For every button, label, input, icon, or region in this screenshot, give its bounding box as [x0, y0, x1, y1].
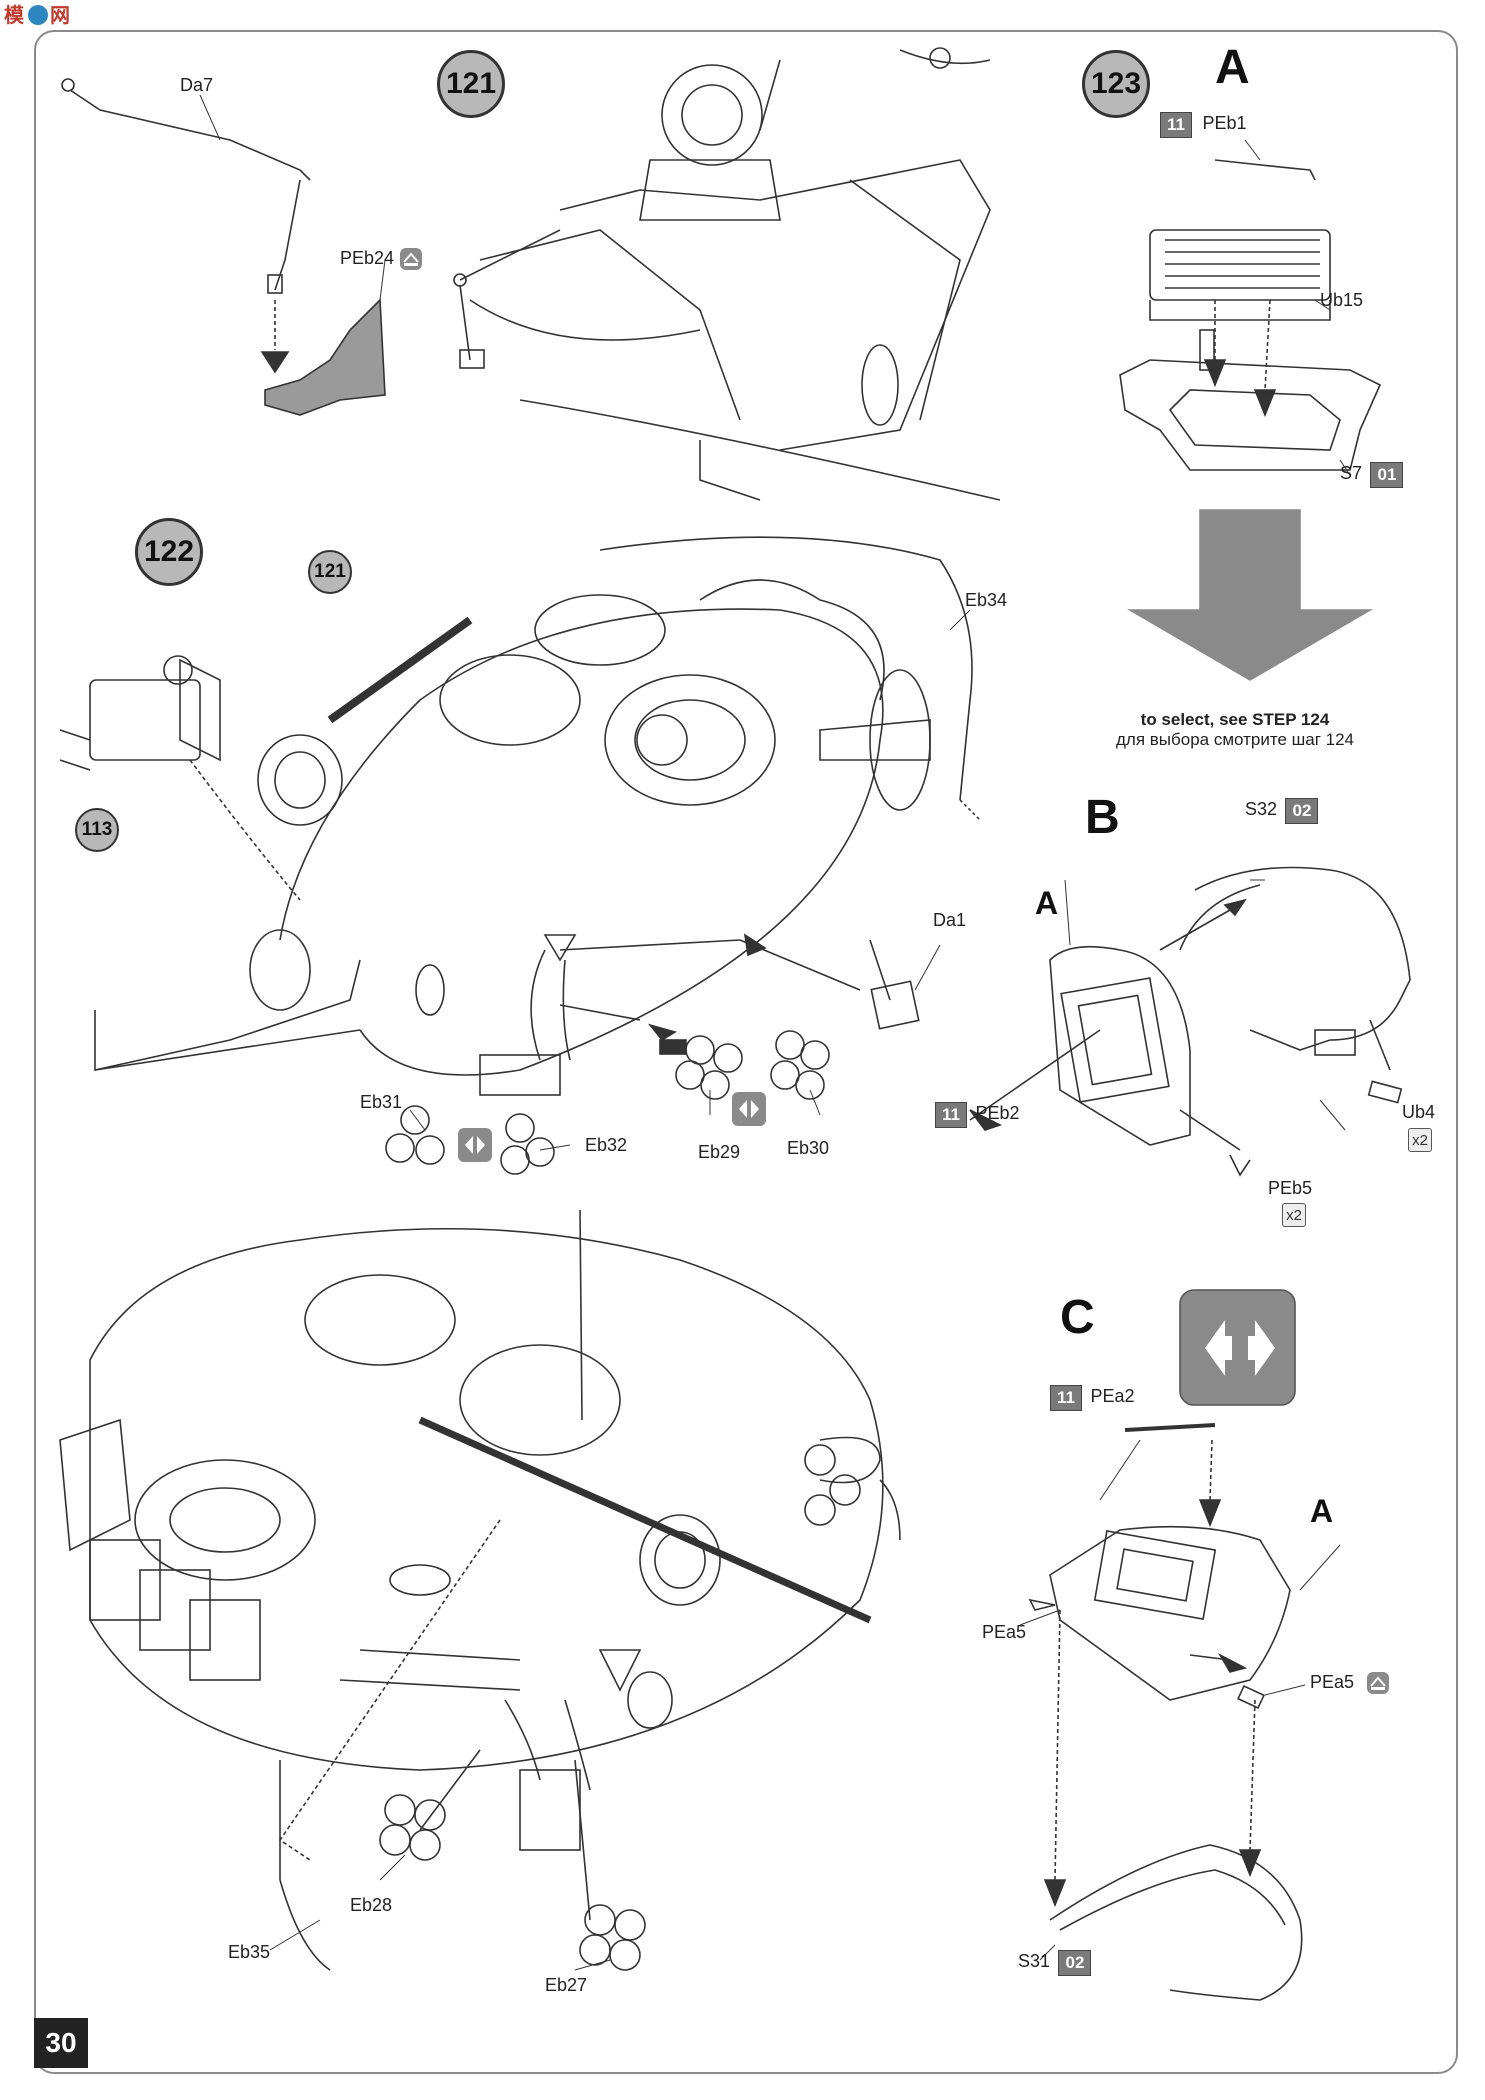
label-pea2: PEa2	[1090, 1386, 1135, 1407]
label-peb24: PEb24	[340, 248, 395, 268]
qty-badge-peb5: x2	[1282, 1203, 1306, 1227]
variant-a-heading: A	[1215, 41, 1250, 94]
select-arrow	[1127, 509, 1373, 681]
label-da1: Da1	[933, 910, 967, 930]
label-peb1-group: 11 PEb1	[1160, 112, 1246, 138]
select-note-ru: для выбора смотрите шаг 124	[1116, 730, 1354, 749]
label-s31: S31	[1018, 1951, 1051, 1972]
label-pea5-right: PEa5	[1310, 1672, 1355, 1692]
leader-lines	[199, 94, 1351, 1971]
svg-text:网: 网	[50, 3, 70, 27]
qty-badge-ub4: x2	[1408, 1128, 1432, 1152]
eb-periscopes-122	[385, 1030, 830, 1175]
step123-a-drawing	[1119, 159, 1382, 471]
step-113-reference: 113	[75, 808, 119, 852]
label-s31-group: S31 02	[1018, 1950, 1092, 1976]
select-note-en: to select, see STEP 124	[1140, 710, 1330, 729]
sheet-badge-s31: 02	[1058, 1950, 1092, 1976]
step-121-reference: 121	[308, 550, 352, 594]
step121-turret-drawing	[453, 47, 1001, 501]
page-frame	[34, 30, 1458, 2074]
c-variant-icon-art	[1179, 1289, 1296, 1406]
step-123-marker: 123	[1082, 50, 1150, 118]
label-pea5-left: PEa5	[982, 1622, 1027, 1642]
sheet-badge-peb2: 11	[935, 1102, 967, 1128]
label-eb35: Eb35	[228, 1942, 271, 1962]
label-pea2-group: 11 PEa2	[1050, 1385, 1134, 1411]
label-s32-group: S32 02	[1245, 798, 1319, 824]
sheet-badge-peb1: 11	[1160, 112, 1192, 138]
label-eb27: Eb27	[545, 1975, 588, 1995]
label-ub15: Ub15	[1320, 290, 1364, 310]
label-peb1: PEb1	[1202, 113, 1247, 134]
label-peb2: PEb2	[975, 1103, 1020, 1124]
label-s7-group: S7 01	[1340, 462, 1404, 488]
variant-a-in-c: A	[1310, 1493, 1334, 1529]
sheet-badge-pea2: 11	[1050, 1385, 1082, 1411]
label-da7: Da7	[180, 75, 214, 95]
variant-swap-icon-2	[732, 1092, 766, 1126]
site-logo: 模 网	[0, 0, 70, 40]
label-peb5: PEb5	[1268, 1178, 1313, 1198]
label-eb28: Eb28	[350, 1895, 393, 1915]
flip-part-icon	[400, 248, 422, 270]
step123-c-drawing	[1028, 1423, 1303, 2001]
sheet-badge-s7: 01	[1370, 462, 1404, 488]
step-122-marker: 122	[135, 518, 203, 586]
label-eb29: Eb29	[698, 1142, 741, 1162]
label-eb30: Eb30	[787, 1138, 830, 1158]
label-eb31: Eb31	[360, 1092, 403, 1112]
page-number: 30	[34, 2018, 88, 2068]
label-s32: S32	[1245, 799, 1278, 820]
label-s7: S7	[1340, 463, 1363, 484]
variant-swap-icon-1	[458, 1128, 492, 1162]
step122-turret-drawing	[59, 536, 981, 1096]
label-ub4: Ub4	[1402, 1102, 1436, 1122]
step123-b-drawing	[969, 866, 1411, 1177]
sheet-badge-s32: 02	[1285, 798, 1319, 824]
svg-text:模: 模	[4, 3, 25, 27]
variant-c-heading: C	[1060, 1291, 1095, 1344]
select-note: to select, see STEP 124 для выбора смотр…	[1090, 710, 1380, 750]
label-peb2-group: 11 PEb2	[935, 1102, 1019, 1128]
eb-periscopes-lower	[379, 1444, 861, 1971]
flip-part-icon-2	[1367, 1672, 1389, 1694]
lower-turret-drawing	[59, 1209, 901, 1971]
step121-linkage-drawing	[61, 78, 386, 416]
label-eb32: Eb32	[585, 1135, 628, 1155]
variant-b-heading: B	[1085, 791, 1120, 844]
variant-a-in-b: A	[1035, 885, 1059, 921]
label-eb34: Eb34	[965, 590, 1008, 610]
step-121-marker: 121	[437, 50, 505, 118]
